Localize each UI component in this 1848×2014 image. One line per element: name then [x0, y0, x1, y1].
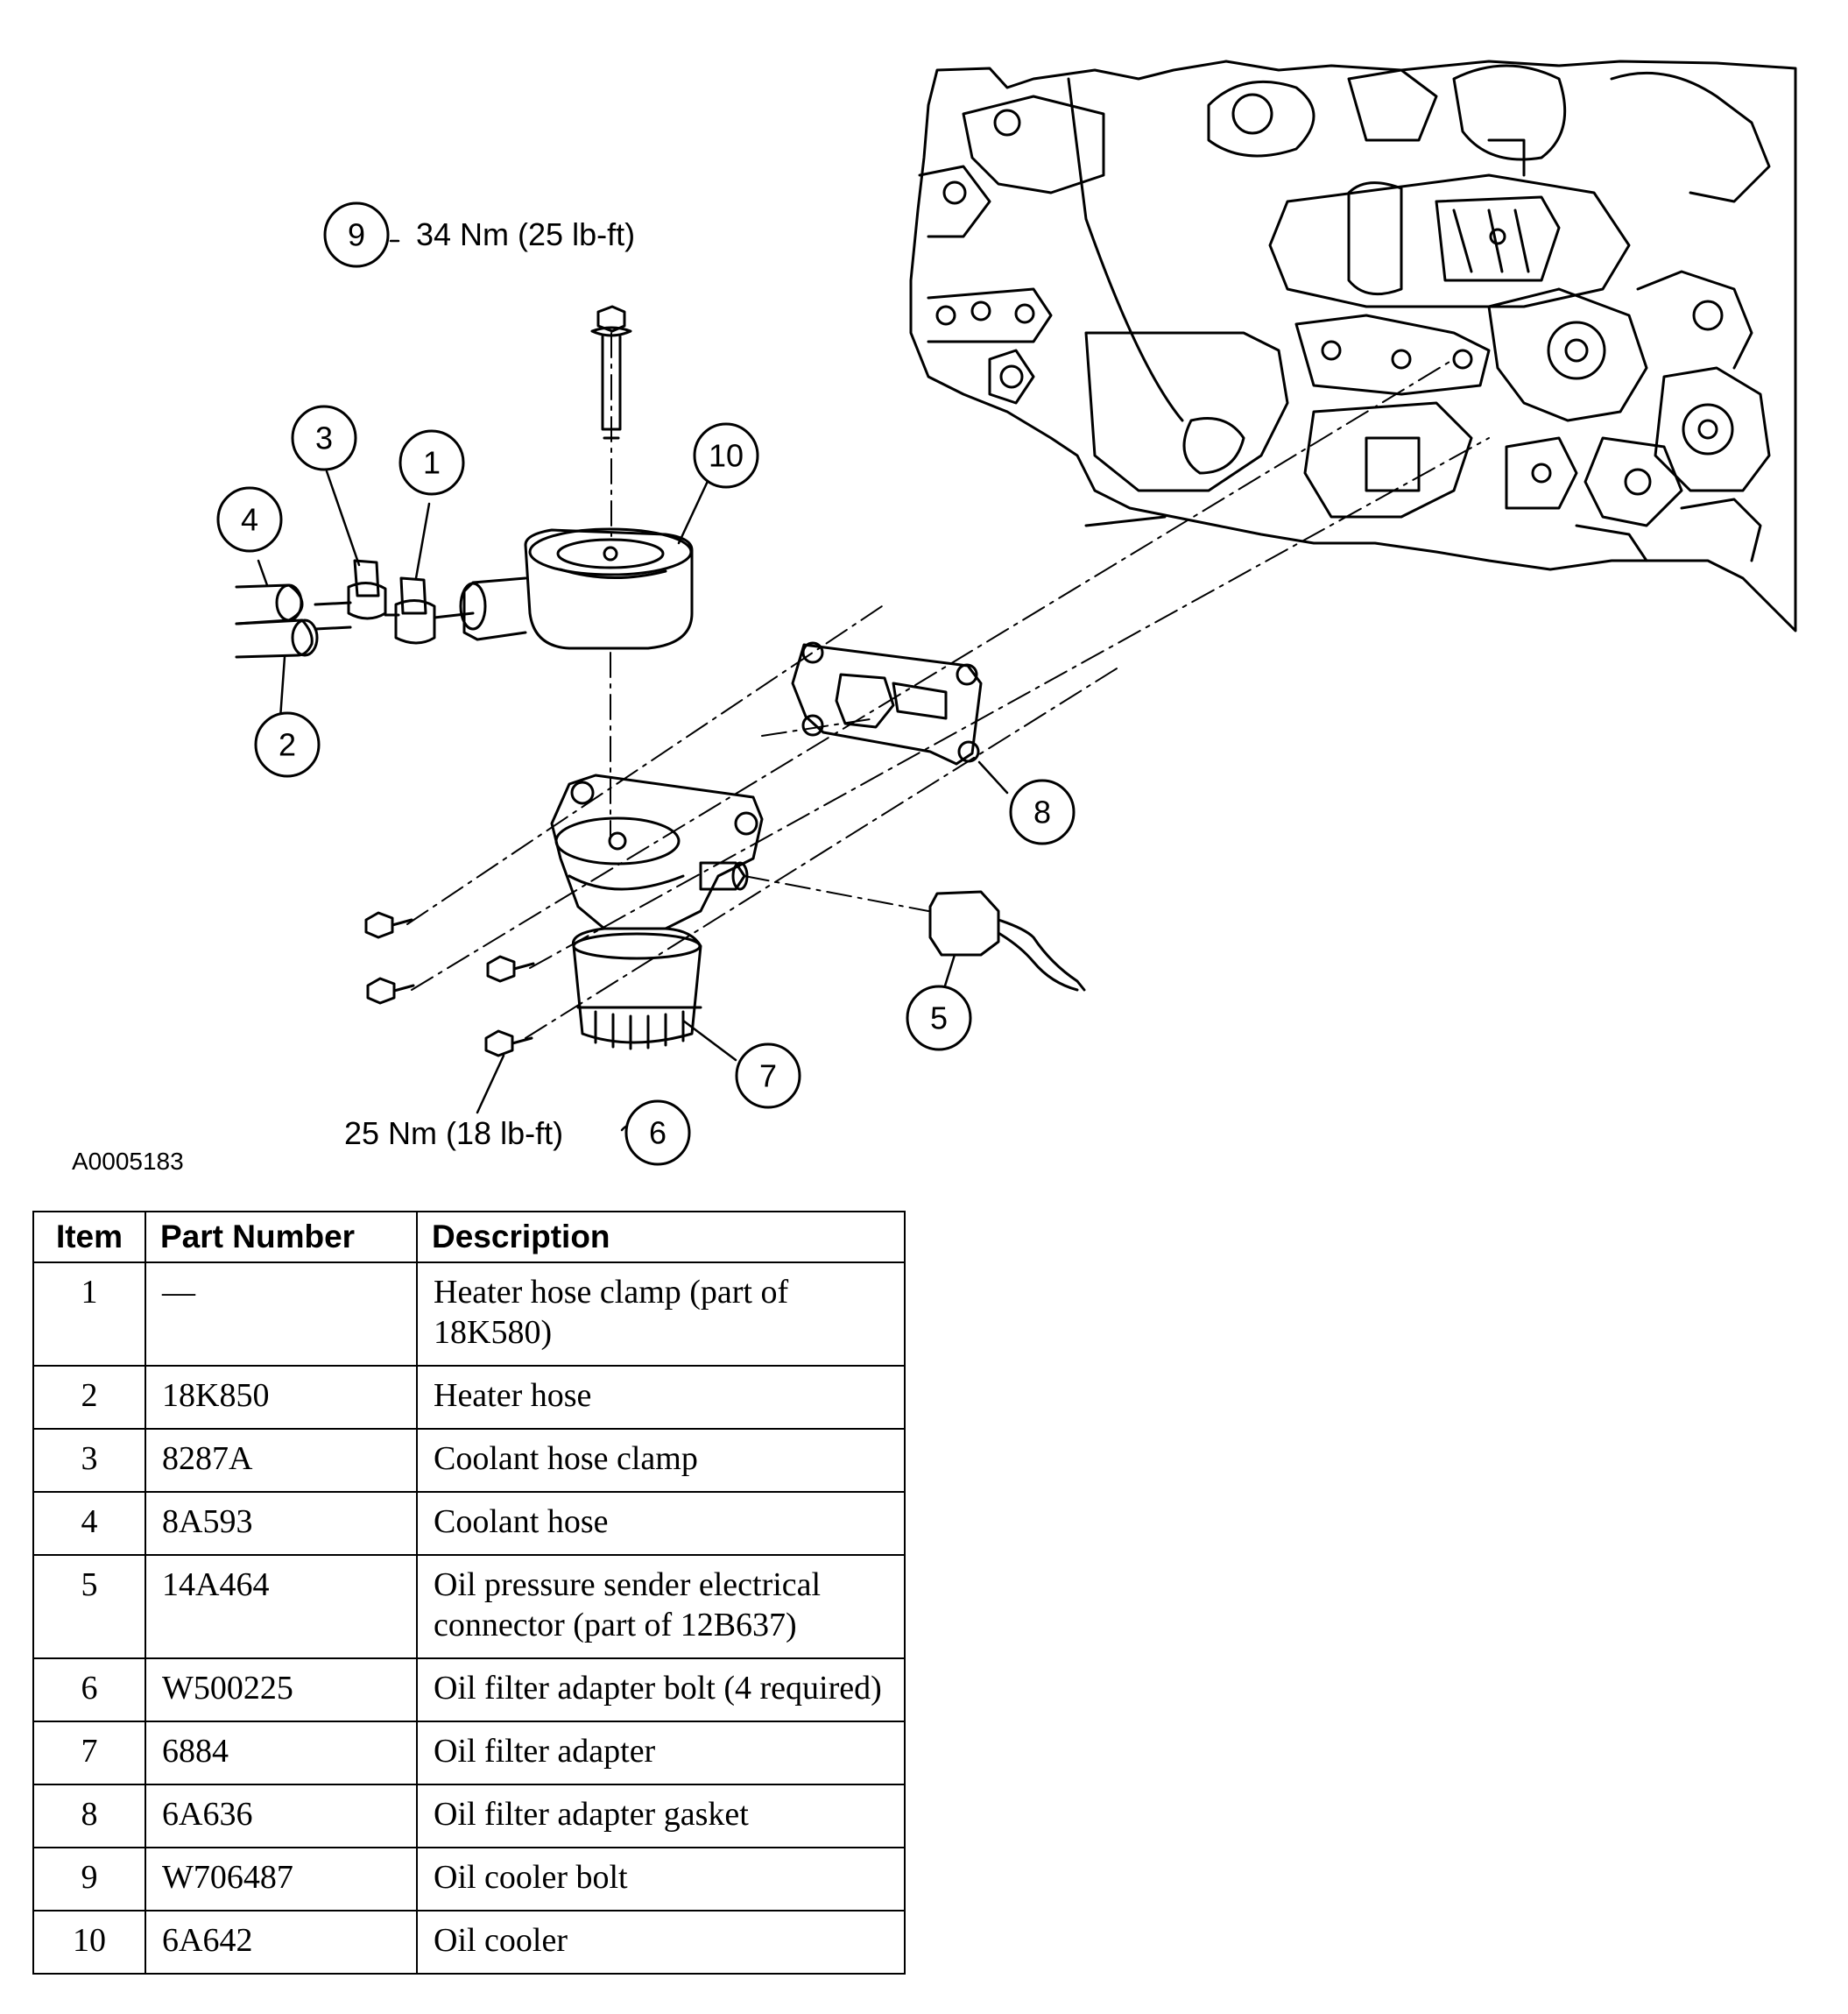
torque-spec-6: 25 Nm (18 lb-ft) [344, 1115, 563, 1151]
description-cell: Oil filter adapter gasket [416, 1784, 906, 1848]
heater-hose-clamp-illustration [394, 576, 436, 645]
callout-9: 9 34 Nm (25 lb-ft) [323, 201, 635, 268]
part-number-cell: 6A636 [145, 1784, 418, 1848]
item-cell: 2 [32, 1365, 146, 1430]
callout-1: 1 [399, 429, 465, 496]
part-number-cell: — [145, 1261, 418, 1367]
part-number-cell: 8A593 [145, 1491, 418, 1556]
header-description: Description [416, 1211, 906, 1263]
callout-10: 10 [693, 422, 759, 489]
callout-7: 7 [735, 1042, 801, 1109]
item-cell: 10 [32, 1910, 146, 1975]
part-number-cell: 18K850 [145, 1365, 418, 1430]
item-cell: 3 [32, 1428, 146, 1493]
description-cell: Oil filter adapter [416, 1721, 906, 1785]
header-item: Item [32, 1211, 146, 1263]
table-row: 4 8A593 Coolant hose [32, 1491, 906, 1556]
oil-filter-adapter-gasket-illustration [791, 641, 983, 766]
svg-text:6: 6 [649, 1115, 667, 1151]
item-cell: 5 [32, 1554, 146, 1659]
svg-text:5: 5 [930, 1000, 948, 1036]
coolant-hose-clamp-illustration [347, 559, 387, 620]
table-row: 7 6884 Oil filter adapter [32, 1721, 906, 1785]
alignment-lines [406, 332, 1490, 1039]
item-cell: 4 [32, 1491, 146, 1556]
callout-2: 2 [254, 711, 321, 778]
description-cell: Heater hose clamp (part of 18K580) [416, 1261, 906, 1367]
svg-text:8: 8 [1033, 795, 1051, 830]
oil-filter-adapter-bolts-illustration [364, 911, 535, 1057]
item-cell: 8 [32, 1784, 146, 1848]
description-cell: Coolant hose [416, 1491, 906, 1556]
callout-3: 3 [291, 405, 357, 471]
callouts: 9 34 Nm (25 lb-ft) 3 1 10 4 2 8 5 [216, 201, 1076, 1166]
table-row: 2 18K850 Heater hose [32, 1365, 906, 1430]
description-cell: Oil cooler bolt [416, 1847, 906, 1912]
description-cell: Heater hose [416, 1365, 906, 1430]
table-row: 1 — Heater hose clamp (part of 18K580) [32, 1261, 906, 1367]
callout-4: 4 [216, 486, 283, 553]
oil-pressure-sender-connector-illustration [928, 890, 1086, 992]
description-cell: Oil pressure sender electrical connector… [416, 1554, 906, 1659]
table-row: 10 6A642 Oil cooler [32, 1910, 906, 1975]
table-header-row: Item Part Number Description [32, 1211, 906, 1263]
item-cell: 1 [32, 1261, 146, 1367]
oil-cooler-illustration [459, 527, 694, 650]
item-cell: 7 [32, 1721, 146, 1785]
figure-id: A0005183 [72, 1148, 184, 1175]
oil-filter-adapter-illustration [550, 774, 764, 1050]
svg-text:3: 3 [315, 420, 333, 456]
description-cell: Oil filter adapter bolt (4 required) [416, 1657, 906, 1722]
svg-text:7: 7 [759, 1058, 777, 1094]
torque-spec-9: 34 Nm (25 lb-ft) [416, 216, 635, 252]
part-number-cell: W706487 [145, 1847, 418, 1912]
callout-5: 5 [906, 985, 972, 1051]
table-row: 8 6A636 Oil filter adapter gasket [32, 1784, 906, 1848]
header-part-number: Part Number [145, 1211, 418, 1263]
item-cell: 9 [32, 1847, 146, 1912]
callout-6: 6 25 Nm (18 lb-ft) [344, 1099, 691, 1166]
item-cell: 6 [32, 1657, 146, 1722]
part-number-cell: 14A464 [145, 1554, 418, 1659]
hoses-illustration [235, 583, 475, 659]
svg-text:4: 4 [241, 502, 258, 538]
svg-text:1: 1 [423, 445, 441, 481]
engine-block-illustration [909, 60, 1797, 632]
callout-8: 8 [1009, 779, 1076, 845]
svg-text:2: 2 [279, 727, 296, 763]
table-row: 9 W706487 Oil cooler bolt [32, 1847, 906, 1912]
part-number-cell: 8287A [145, 1428, 418, 1493]
exploded-view-diagram: 9 34 Nm (25 lb-ft) 3 1 10 4 2 8 5 [216, 60, 1797, 1166]
table-row: 5 14A464 Oil pressure sender electrical … [32, 1554, 906, 1659]
svg-text:9: 9 [348, 217, 365, 253]
part-number-cell: 6884 [145, 1721, 418, 1785]
parts-table: Item Part Number Description 1 — Heater … [32, 1211, 906, 1975]
table-row: 3 8287A Coolant hose clamp [32, 1428, 906, 1493]
callout-leader-lines [257, 239, 1009, 1134]
part-number-cell: 6A642 [145, 1910, 418, 1975]
svg-text:10: 10 [709, 438, 744, 474]
part-number-cell: W500225 [145, 1657, 418, 1722]
table-row: 6 W500225 Oil filter adapter bolt (4 req… [32, 1657, 906, 1722]
description-cell: Oil cooler [416, 1910, 906, 1975]
description-cell: Coolant hose clamp [416, 1428, 906, 1493]
